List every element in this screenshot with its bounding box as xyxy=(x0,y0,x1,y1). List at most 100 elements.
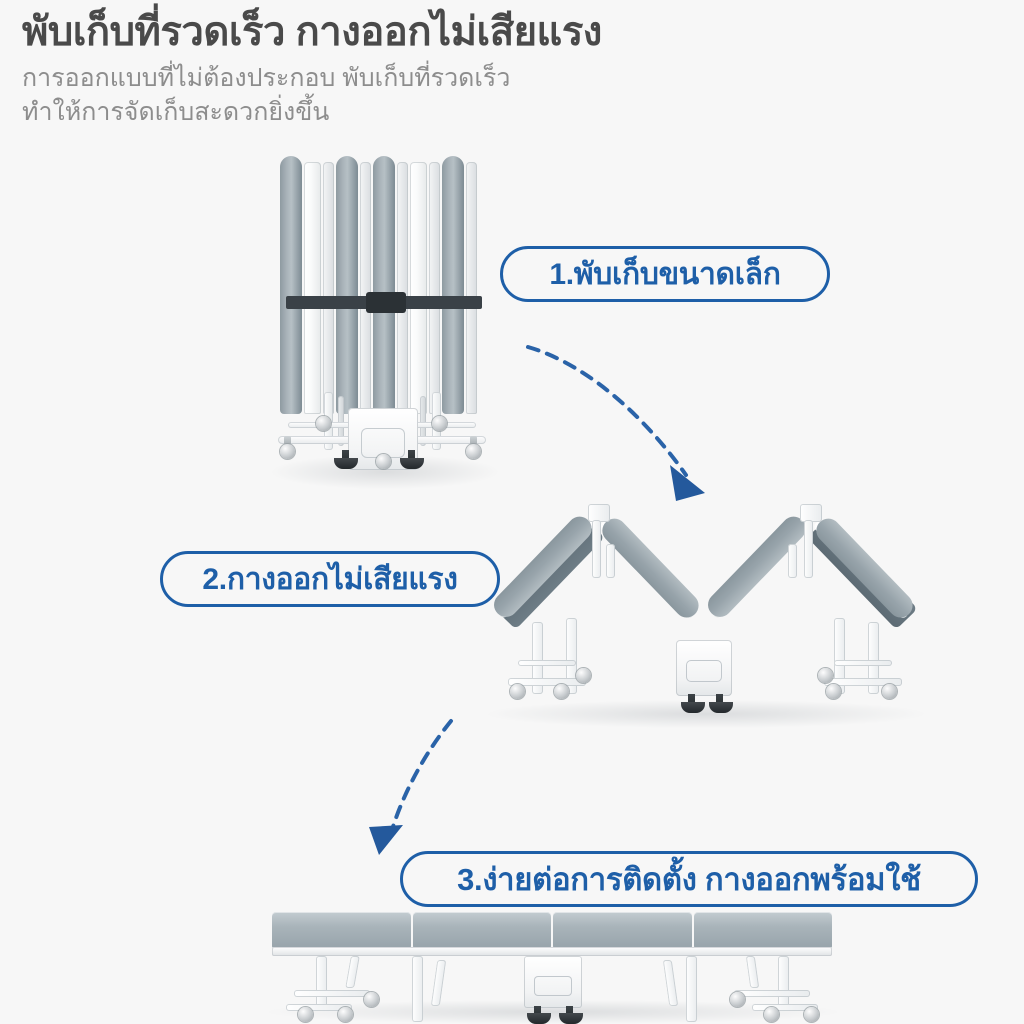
step-badge-2[interactable]: 2.กางออกไม่เสียแรง xyxy=(160,551,500,607)
flow-arrow-1 xyxy=(526,345,705,501)
center-control-box xyxy=(524,956,582,1008)
caster-wheel xyxy=(804,1007,819,1022)
strap-buckle xyxy=(366,292,406,313)
hinge-block xyxy=(800,504,822,522)
caster-wheel xyxy=(432,416,447,431)
arrow-2-head-icon xyxy=(369,825,403,855)
illustration-flat-bed xyxy=(272,912,832,1024)
mattress-roll xyxy=(373,156,395,414)
illustration-half-unfolded-bed xyxy=(488,492,918,724)
arrow-1-path xyxy=(526,345,688,477)
step-badge-1[interactable]: 1.พับเก็บขนาดเล็ก xyxy=(500,246,830,302)
caster-wheel xyxy=(338,1007,353,1022)
caster-wheel xyxy=(364,992,379,1007)
mattress-segment xyxy=(553,912,692,948)
mattress-roll xyxy=(336,156,358,414)
hinge-bracket xyxy=(606,544,615,578)
frame-panel-slim xyxy=(466,162,477,414)
mattress-panel xyxy=(811,513,918,623)
hinge-bracket xyxy=(804,520,813,578)
caster-wheel xyxy=(882,684,897,699)
support-leg xyxy=(338,396,344,446)
support-leg xyxy=(834,618,845,694)
folded-mattress-stack xyxy=(280,156,486,414)
rubber-foot xyxy=(709,702,733,713)
hinge-bracket xyxy=(788,544,797,578)
step-badge-3[interactable]: 3.ง่ายต่อการติดตั้ง กางออกพร้อมใช้ xyxy=(400,851,978,907)
base-cross-bar xyxy=(518,660,576,666)
base-cross-bar xyxy=(294,990,370,997)
arrow-2-path xyxy=(389,719,453,835)
support-leg xyxy=(868,622,879,694)
rubber-foot xyxy=(559,1013,583,1024)
caster-stem xyxy=(470,436,477,445)
support-leg xyxy=(566,618,577,694)
caster-wheel xyxy=(376,454,391,469)
hinge-block xyxy=(588,504,610,522)
caster-wheel xyxy=(818,668,833,683)
base-cross-bar xyxy=(834,660,892,666)
caster-wheel xyxy=(730,992,745,1007)
foot-stem xyxy=(566,1006,573,1016)
mattress-roll xyxy=(442,156,464,414)
mattress-panel xyxy=(489,511,597,622)
caster-wheel xyxy=(280,444,295,459)
support-leg xyxy=(662,960,679,1006)
rubber-foot xyxy=(527,1013,551,1024)
foot-stem xyxy=(408,450,415,460)
mattress-segment xyxy=(693,912,832,948)
page-subtitle-line-2: ทำให้การจัดเก็บสะดวกยิ่งขึ้น xyxy=(22,97,330,126)
support-leg xyxy=(316,956,327,1008)
rubber-foot xyxy=(681,702,705,713)
base-cross-bar xyxy=(402,436,486,444)
mattress-segment xyxy=(412,912,551,948)
support-leg xyxy=(778,956,789,1008)
mattress-segment xyxy=(272,912,411,948)
caster-wheel xyxy=(764,1007,779,1022)
mattress-roll xyxy=(280,156,302,414)
support-leg xyxy=(430,960,447,1006)
base-cross-bar xyxy=(734,990,810,997)
support-leg xyxy=(686,956,697,1022)
frame-panel-slim xyxy=(323,162,334,414)
center-control-box xyxy=(676,640,732,696)
caster-wheel xyxy=(466,444,481,459)
page-subtitle-line-1: การออกแบบที่ไม่ต้องประกอบ พับเก็บที่รวดเ… xyxy=(22,64,511,92)
folded-bed-base xyxy=(272,392,492,476)
support-leg xyxy=(412,956,423,1022)
caster-wheel xyxy=(826,684,841,699)
mattress-surface xyxy=(272,912,832,948)
foot-stem xyxy=(716,694,723,704)
foot-stem xyxy=(534,1006,541,1016)
caster-wheel xyxy=(510,684,525,699)
base-cross-bar xyxy=(508,678,586,686)
stage-2-floor-shadow xyxy=(488,700,924,728)
caster-wheel xyxy=(554,684,569,699)
support-leg xyxy=(532,622,543,694)
foot-stem xyxy=(688,694,695,704)
bed-frame-rail xyxy=(272,947,832,956)
support-leg xyxy=(345,956,360,988)
frame-panel-slim xyxy=(429,162,440,414)
hinge-bracket xyxy=(592,520,601,578)
support-leg xyxy=(420,396,426,446)
frame-panel xyxy=(410,162,427,414)
page-header: พับเก็บที่รวดเร็ว กางออกไม่เสียแรง การออ… xyxy=(22,8,1002,130)
base-cross-bar xyxy=(286,1004,352,1011)
rubber-foot xyxy=(334,458,358,469)
caster-stem xyxy=(284,436,291,445)
frame-panel xyxy=(304,162,321,414)
foot-stem xyxy=(342,450,349,460)
page-title: พับเก็บที่รวดเร็ว กางออกไม่เสียแรง xyxy=(22,10,602,54)
base-cross-bar xyxy=(824,678,902,686)
base-cross-bar xyxy=(752,1004,818,1011)
frame-panel-slim xyxy=(360,162,371,414)
rubber-foot xyxy=(400,458,424,469)
illustration-folded-bed xyxy=(272,156,492,476)
caster-wheel xyxy=(298,1007,313,1022)
base-cross-bar xyxy=(278,436,362,444)
caster-wheel xyxy=(576,668,591,683)
frame-panel-slim xyxy=(397,162,408,414)
support-leg xyxy=(745,956,760,988)
